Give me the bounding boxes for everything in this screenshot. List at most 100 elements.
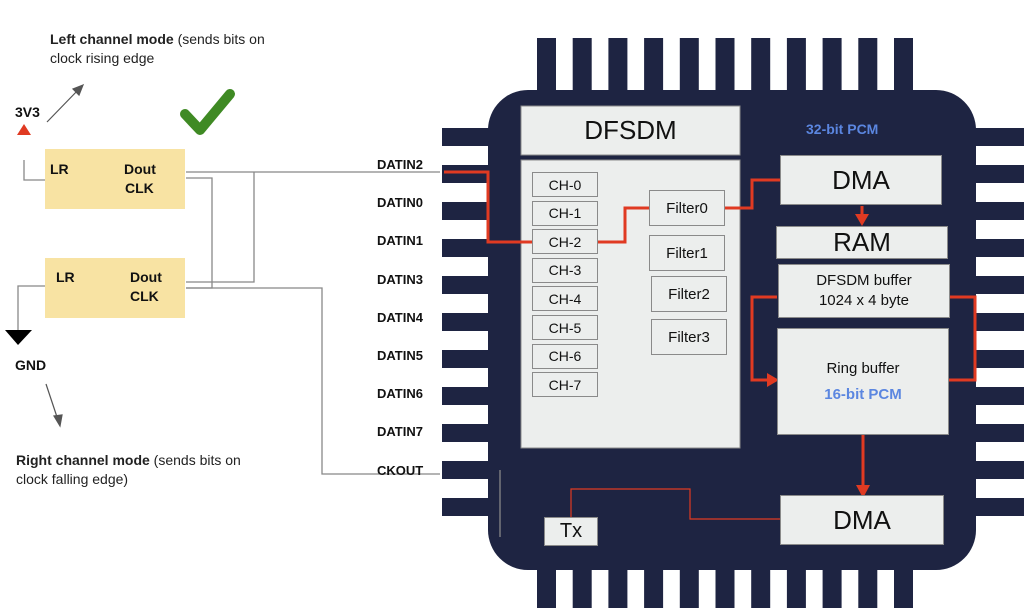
pin-label-ckout: CKOUT	[377, 462, 424, 478]
chip-pin	[822, 560, 842, 608]
chip-pin	[970, 498, 1024, 516]
signal-path	[444, 170, 977, 490]
chip-pin	[970, 313, 1024, 331]
chip-pin	[970, 387, 1024, 405]
dma-bottom: DMA	[780, 495, 944, 545]
pin-label-datin3: DATIN3	[377, 271, 423, 287]
chip-pin	[822, 38, 842, 98]
tx-link	[570, 488, 780, 520]
dfsdm-buffer-title: DFSDM buffer	[816, 272, 912, 289]
vcc-label: 3V3	[15, 104, 40, 120]
chip-pin	[572, 38, 592, 98]
chip-pin	[644, 38, 664, 98]
chip-pin	[442, 387, 494, 405]
chip-pin	[894, 560, 913, 608]
pin-label-datin5: DATIN5	[377, 348, 423, 363]
chip-pin	[442, 424, 494, 442]
chip-pin	[608, 38, 628, 98]
chip-pin	[786, 38, 806, 98]
vcc-arrow-icon	[17, 124, 31, 135]
channel-1: CH-1	[532, 200, 598, 226]
wiring	[17, 160, 501, 537]
pin-label-datin4: DATIN4	[377, 309, 423, 325]
chip-pin	[970, 461, 1024, 479]
filter-0: Filter0	[649, 190, 725, 226]
pin-label-datin1: DATIN1	[377, 233, 423, 249]
chip-pin	[970, 276, 1024, 294]
ring-buffer: Ring buffer 16-bit PCM	[777, 328, 949, 435]
microphone-left: LR Dout CLK	[45, 149, 185, 209]
chip-pin	[442, 498, 494, 516]
chip-pins-top	[537, 38, 913, 98]
chip-pin	[751, 38, 771, 98]
chip-pin	[858, 38, 878, 98]
annotation-arrows	[45, 83, 85, 428]
chip-pin	[442, 461, 494, 479]
chip-pin	[970, 128, 1024, 146]
chip-pin	[970, 350, 1024, 368]
mic-clk-pin: CLK	[130, 288, 159, 304]
channel-2: CH-2	[532, 229, 598, 255]
mic-lr-pin: LR	[50, 161, 69, 177]
left-channel-note: Left channel mode (sends bits on clock r…	[50, 31, 265, 66]
tx-block: Tx	[544, 517, 598, 546]
chip-pin	[970, 202, 1024, 220]
chip-pins-left	[442, 128, 494, 516]
signal-arrowheads	[767, 214, 870, 498]
chip-pin	[608, 560, 628, 608]
chip-pin	[442, 202, 494, 220]
chip-pin	[644, 560, 664, 608]
ring-buffer-title: Ring buffer	[826, 359, 900, 377]
chip-pin	[970, 424, 1024, 442]
filter-2: Filter2	[651, 276, 727, 312]
mic-clk-pin: CLK	[125, 180, 154, 196]
chip-pin	[442, 276, 494, 294]
dfsdm-buffer: DFSDM buffer 1024 x 4 byte	[778, 264, 950, 318]
chip-pin	[858, 560, 878, 608]
pin-label-datin0: DATIN0	[377, 195, 423, 211]
microphone-right: LR Dout CLK	[45, 258, 185, 318]
mic-dout-pin: Dout	[130, 269, 162, 285]
channel-0: CH-0	[532, 172, 598, 197]
chip-pin	[679, 38, 699, 98]
checkmark-icon	[180, 89, 235, 135]
chip-pin	[679, 560, 699, 608]
chip-pin	[442, 128, 494, 146]
chip-pin	[786, 560, 806, 608]
dma-top: DMA	[780, 155, 942, 205]
dfsdm-header-bg	[520, 105, 741, 156]
channel-7: CH-7	[532, 372, 598, 398]
chip-pins-right	[970, 128, 1024, 516]
chip-pin	[715, 38, 735, 98]
chip-pin	[572, 560, 592, 608]
chip-pin	[537, 38, 556, 98]
channel-6: CH-6	[532, 343, 598, 369]
dfsdm-title: DFSDM	[584, 115, 677, 145]
filter-3: Filter3	[651, 319, 727, 355]
pcm32-label: 32-bit PCM	[806, 121, 879, 137]
chip-pin	[970, 239, 1024, 257]
chip-pin	[894, 38, 913, 98]
ground-icon	[5, 330, 32, 345]
channel-3: CH-3	[532, 257, 598, 283]
pin-label-datin7: DATIN7	[377, 424, 423, 440]
ram-block: RAM	[776, 226, 948, 259]
chip-pin	[970, 165, 1024, 183]
chip-pin	[751, 560, 771, 608]
chip-pins-bottom	[537, 560, 913, 608]
mic-dout-pin: Dout	[124, 161, 156, 177]
chip-pin	[442, 350, 494, 368]
chip-pin	[715, 560, 735, 608]
pin-label-datin6: DATIN6	[377, 386, 423, 402]
pcm16-label: 16-bit PCM	[824, 385, 902, 403]
chip-pin	[442, 165, 494, 183]
right-channel-note: Right channel mode (sends bits on clock …	[16, 452, 241, 487]
chip-pin	[442, 313, 494, 331]
pin-label-datin2: DATIN2	[377, 157, 423, 172]
channel-4: CH-4	[532, 286, 598, 312]
gnd-label: GND	[15, 357, 47, 373]
filter-1: Filter1	[649, 235, 725, 271]
channel-5: CH-5	[532, 315, 598, 340]
chip-pin	[442, 239, 494, 257]
chip-pin	[537, 560, 556, 608]
